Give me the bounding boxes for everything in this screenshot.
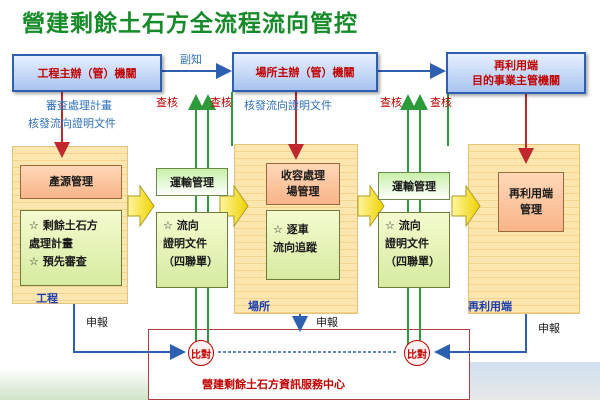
transport-doc-box-2: ☆ 流向 證明文件 （四聯單） (378, 212, 450, 288)
engineering-agency-box: 工程主辦（管）機關 (12, 54, 162, 92)
audit-plan-note: 審查處理計畫 (46, 99, 112, 112)
reuse-agency-box: 再利用端 目的事業主管機關 (446, 52, 586, 94)
service-center-label: 營建剩餘土石方資訊服務中心 (202, 378, 345, 391)
cc-note: 副知 (180, 53, 202, 66)
verify-flow-note: 核發流向證明文件 (28, 117, 116, 130)
reuse-agency-line-2: 目的事業主管機關 (472, 74, 560, 87)
landscape-decoration-right (470, 362, 600, 400)
site-column-label: 場所 (248, 300, 270, 313)
reuse-column-label: 再利用端 (468, 300, 512, 313)
report-label-engineering: 申報 (86, 316, 108, 329)
source-management-box: 產源管理 (20, 165, 122, 199)
transport-management-box-1: 運輸管理 (156, 168, 228, 196)
landscape-decoration-left (0, 368, 148, 400)
compare-badge-right: 比對 (404, 340, 430, 366)
page-title: 營建剩餘土石方全流程流向管控 (22, 11, 358, 37)
inspect-note-3: 查核 (380, 96, 402, 109)
site-tracking-box: ☆ 逐車 流向追蹤 (266, 210, 340, 280)
report-label-reuse: 申報 (538, 322, 560, 335)
transport-doc-box-1: ☆ 流向 證明文件 （四聯單） (156, 212, 228, 288)
site-management-box: 收容處理 場管理 (266, 163, 340, 205)
compare-badge-left: 比對 (188, 340, 214, 366)
reuse-management-box: 再利用端 管理 (498, 172, 564, 232)
site-agency-box: 場所主辦（管）機關 (232, 52, 378, 92)
engineering-column-label: 工程 (36, 292, 58, 305)
inspect-note-4: 查核 (430, 96, 452, 109)
reuse-agency-line-1: 再利用端 (494, 59, 538, 72)
transport-management-box-2: 運輸管理 (378, 172, 450, 200)
inspect-note-1: 查核 (156, 96, 178, 109)
source-plan-box: ☆ 剩餘土石方 處理計畫 ☆ 預先審查 (20, 210, 122, 286)
inspect-note-2: 查核 (210, 96, 232, 109)
report-label-site: 申報 (316, 316, 338, 329)
site-verify-flow-note: 核發流向證明文件 (244, 99, 332, 112)
